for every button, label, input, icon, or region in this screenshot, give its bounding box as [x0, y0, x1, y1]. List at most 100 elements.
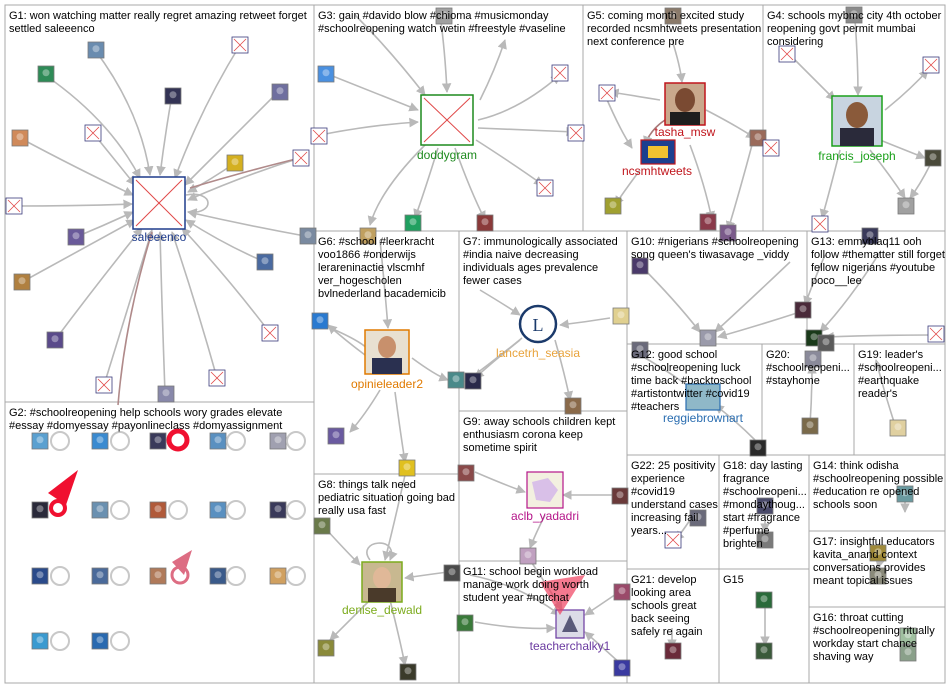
avatar[interactable]: [756, 497, 774, 515]
avatar[interactable]: [269, 432, 287, 450]
node-opinieleader2[interactable]: [364, 329, 410, 375]
avatar[interactable]: [755, 591, 773, 609]
avatar[interactable]: [897, 197, 915, 215]
missing-avatar-icon[interactable]: [84, 124, 102, 142]
missing-avatar-icon[interactable]: [778, 45, 796, 63]
avatar[interactable]: [719, 224, 737, 242]
avatar[interactable]: [457, 464, 475, 482]
avatar[interactable]: [845, 6, 863, 24]
avatar[interactable]: [664, 7, 682, 25]
avatar[interactable]: [749, 129, 767, 147]
avatar[interactable]: [794, 301, 812, 319]
avatar[interactable]: [46, 331, 64, 349]
node-tasha-msw[interactable]: [664, 82, 706, 126]
avatar[interactable]: [157, 385, 175, 403]
avatar[interactable]: [631, 341, 649, 359]
avatar[interactable]: [564, 397, 582, 415]
missing-avatar-icon[interactable]: [310, 127, 328, 145]
missing-avatar-icon[interactable]: [598, 84, 616, 102]
missing-avatar-icon[interactable]: [551, 64, 569, 82]
avatar[interactable]: [91, 432, 109, 450]
avatar[interactable]: [896, 485, 914, 503]
avatar[interactable]: [869, 567, 887, 585]
avatar[interactable]: [817, 334, 835, 352]
avatar[interactable]: [149, 567, 167, 585]
avatar[interactable]: [613, 659, 631, 677]
avatar[interactable]: [209, 567, 227, 585]
avatar[interactable]: [699, 213, 717, 231]
avatar[interactable]: [861, 227, 879, 245]
avatar[interactable]: [311, 312, 329, 330]
node-denise-dewald[interactable]: [361, 561, 403, 603]
missing-avatar-icon[interactable]: [927, 325, 945, 343]
avatar[interactable]: [899, 627, 917, 645]
avatar[interactable]: [149, 501, 167, 519]
missing-avatar-icon[interactable]: [762, 139, 780, 157]
avatar[interactable]: [327, 427, 345, 445]
avatar[interactable]: [164, 87, 182, 105]
avatar[interactable]: [456, 614, 474, 632]
avatar[interactable]: [269, 567, 287, 585]
avatar[interactable]: [91, 501, 109, 519]
missing-avatar-icon[interactable]: [95, 376, 113, 394]
avatar[interactable]: [398, 459, 416, 477]
avatar[interactable]: [611, 487, 629, 505]
node-lancetrh-seasia[interactable]: L: [518, 304, 558, 344]
missing-avatar-icon[interactable]: [922, 56, 940, 74]
avatar[interactable]: [699, 329, 717, 347]
avatar[interactable]: [317, 639, 335, 657]
avatar[interactable]: [801, 417, 819, 435]
node-francis-joseph[interactable]: [831, 95, 883, 147]
avatar[interactable]: [91, 632, 109, 650]
avatar[interactable]: [924, 149, 942, 167]
avatar[interactable]: [447, 371, 465, 389]
avatar[interactable]: [631, 257, 649, 275]
node-doddygram[interactable]: [420, 94, 474, 146]
avatar[interactable]: [11, 129, 29, 147]
avatar[interactable]: [464, 372, 482, 390]
avatar[interactable]: [317, 65, 335, 83]
avatar[interactable]: [613, 583, 631, 601]
missing-avatar-icon[interactable]: [292, 149, 310, 167]
avatar[interactable]: [359, 227, 377, 245]
avatar[interactable]: [399, 663, 417, 681]
avatar[interactable]: [13, 273, 31, 291]
avatar[interactable]: [869, 544, 887, 562]
avatar[interactable]: [519, 547, 537, 565]
avatar[interactable]: [612, 307, 630, 325]
node-saleeenco[interactable]: [132, 176, 186, 230]
avatar[interactable]: [91, 567, 109, 585]
avatar[interactable]: [299, 227, 317, 245]
avatar[interactable]: [209, 501, 227, 519]
avatar[interactable]: [149, 432, 167, 450]
missing-avatar-icon[interactable]: [231, 36, 249, 54]
avatar[interactable]: [256, 253, 274, 271]
node-reggiebrownart[interactable]: [685, 383, 721, 411]
avatar[interactable]: [443, 564, 461, 582]
avatar[interactable]: [756, 531, 774, 549]
avatar[interactable]: [31, 501, 49, 519]
missing-avatar-icon[interactable]: [5, 197, 23, 215]
avatar[interactable]: [604, 197, 622, 215]
missing-avatar-icon[interactable]: [567, 124, 585, 142]
avatar[interactable]: [226, 154, 244, 172]
avatar[interactable]: [87, 41, 105, 59]
node-ncsmhtweets[interactable]: [640, 139, 676, 165]
avatar[interactable]: [749, 439, 767, 457]
avatar[interactable]: [313, 517, 331, 535]
missing-avatar-icon[interactable]: [536, 179, 554, 197]
avatar[interactable]: [664, 642, 682, 660]
avatar[interactable]: [476, 214, 494, 232]
node-aclb-yadadri[interactable]: [526, 471, 564, 509]
missing-avatar-icon[interactable]: [811, 215, 829, 233]
avatar[interactable]: [435, 7, 453, 25]
avatar[interactable]: [899, 644, 917, 662]
avatar[interactable]: [404, 214, 422, 232]
missing-avatar-icon[interactable]: [664, 531, 682, 549]
node-teacherchalky1[interactable]: [555, 609, 585, 639]
avatar[interactable]: [804, 350, 822, 368]
missing-avatar-icon[interactable]: [261, 324, 279, 342]
avatar[interactable]: [689, 509, 707, 527]
avatar[interactable]: [271, 83, 289, 101]
avatar[interactable]: [67, 228, 85, 246]
